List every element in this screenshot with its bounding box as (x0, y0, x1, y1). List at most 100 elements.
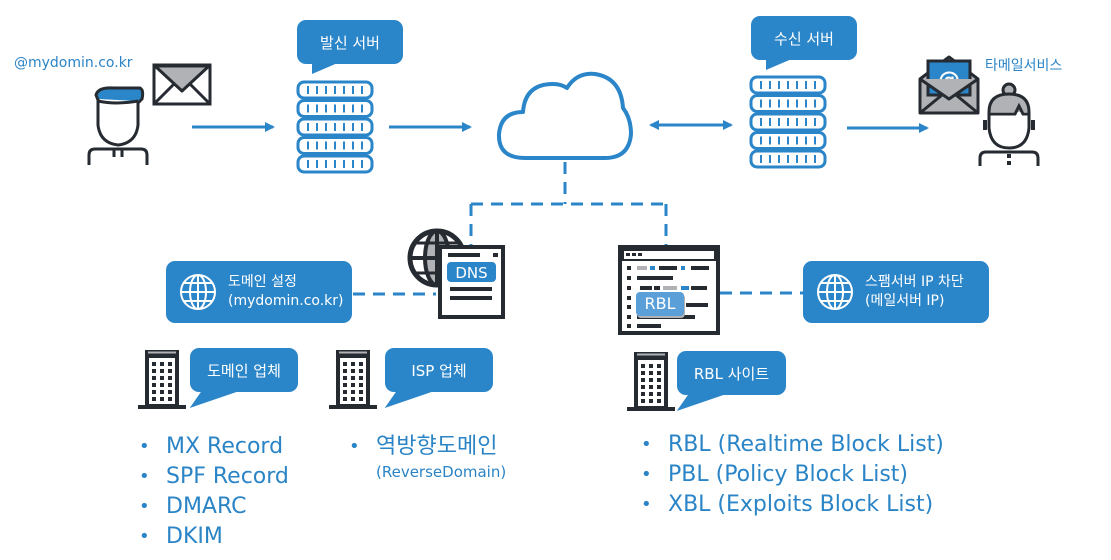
reverse-domain-note: (ReverseDomain) (376, 463, 507, 481)
building-window (351, 362, 355, 366)
server-led (787, 81, 789, 89)
server-led (805, 155, 807, 163)
building-window (351, 376, 355, 380)
building-window (168, 369, 172, 373)
server-led (352, 141, 354, 150)
server-led (796, 155, 798, 163)
server-led (778, 99, 780, 108)
server-led (307, 123, 309, 131)
building-window (168, 376, 172, 380)
building-window (649, 399, 653, 403)
building-window (641, 364, 645, 368)
server-led (316, 160, 318, 168)
building-window (343, 376, 347, 380)
rbl-window-icon (618, 245, 720, 335)
server-led (325, 160, 327, 168)
building-window (359, 362, 363, 366)
server-led (307, 104, 309, 113)
server-led (307, 160, 309, 168)
server-led (334, 86, 336, 94)
server-led (334, 104, 336, 113)
server-led (769, 81, 771, 89)
server-led (760, 118, 762, 126)
cloud-icon (496, 71, 633, 160)
building-window (343, 397, 347, 401)
list-item: MX Record (139, 432, 289, 462)
building-window (168, 362, 172, 366)
building-window (160, 390, 164, 394)
domain-setting-domain: (mydomin.co.kr) (228, 293, 344, 309)
building-window (359, 383, 363, 387)
building-window (343, 383, 347, 387)
server-led (316, 141, 318, 150)
building-window (641, 378, 645, 382)
domain-provider-building-icon (138, 350, 186, 409)
dashed-cloud-links (353, 162, 803, 296)
server-led (778, 136, 780, 145)
server-led (361, 123, 363, 131)
server-led (325, 86, 327, 94)
server-led (361, 86, 363, 94)
server-led (796, 99, 798, 108)
building-window (152, 362, 156, 366)
building-window (657, 385, 661, 389)
building-window (168, 397, 172, 401)
building-window (641, 371, 645, 375)
building-window (649, 378, 653, 382)
outgoing-server-rack-icon (296, 80, 374, 174)
server-led (769, 136, 771, 145)
incoming-server-bubble: 수신 서버 (751, 16, 857, 70)
spam-block-title: 스팸서버 IP 차단 (865, 274, 964, 290)
building-window (641, 399, 645, 403)
server-led (307, 86, 309, 94)
domain-setting-title: 도메인 설정 (228, 274, 297, 290)
server-led (361, 104, 363, 113)
server-led (796, 136, 798, 145)
rbl-site-label: RBL 사이트 (693, 364, 770, 383)
man-avatar-icon (87, 86, 149, 165)
building-window (657, 399, 661, 403)
isp-label: ISP 업체 (411, 361, 467, 380)
server-led (805, 99, 807, 108)
server-led (343, 86, 345, 94)
list-item: DKIM (139, 522, 289, 552)
server-led (361, 141, 363, 150)
building-window (152, 383, 156, 387)
server-led (787, 118, 789, 126)
server-led (769, 155, 771, 163)
server-led (352, 123, 354, 131)
server-led (778, 81, 780, 89)
building-window (359, 369, 363, 373)
open-envelope-at-icon: @ (918, 55, 980, 115)
envelope-icon (152, 63, 212, 106)
building-window (649, 392, 653, 396)
building-window (351, 397, 355, 401)
server-led (334, 141, 336, 150)
server-led (787, 99, 789, 108)
rbl-badge: RBL (644, 294, 676, 313)
building-window (649, 385, 653, 389)
building-window (343, 390, 347, 394)
building-window (351, 369, 355, 373)
building-window (160, 369, 164, 373)
rbl-site-building-icon (627, 352, 675, 411)
building-window (359, 397, 363, 401)
server-led (316, 86, 318, 94)
building-window (152, 397, 156, 401)
building-window (160, 397, 164, 401)
woman-avatar-icon (978, 82, 1040, 166)
incoming-server-rack-icon (749, 75, 827, 169)
building-window (649, 371, 653, 375)
server-led (316, 104, 318, 113)
server-led (760, 81, 762, 89)
building-window (152, 376, 156, 380)
building-window (152, 390, 156, 394)
server-led (352, 160, 354, 168)
server-led (343, 104, 345, 113)
building-window (657, 371, 661, 375)
isp-building-icon (329, 350, 377, 409)
server-led (805, 81, 807, 89)
rbl-block-list: RBL (Realtime Block List) PBL (Policy Bl… (641, 430, 944, 520)
server-led (814, 118, 816, 126)
server-led (325, 141, 327, 150)
